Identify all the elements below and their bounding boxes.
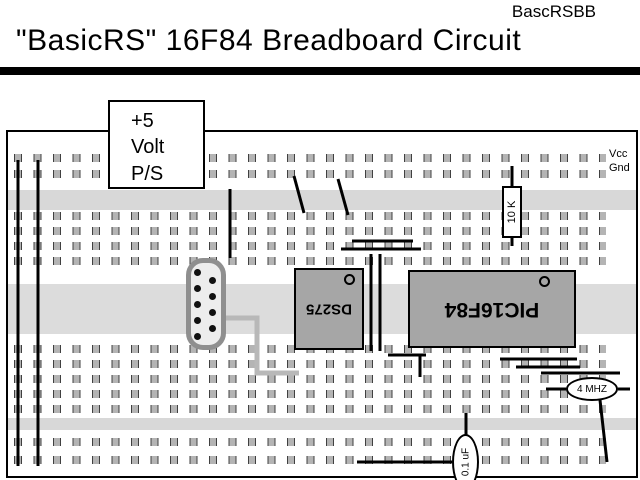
pin1-marker-icon bbox=[539, 276, 550, 287]
breadboard-band bbox=[8, 190, 636, 210]
psu-line: +5 bbox=[131, 110, 154, 132]
chip-pic16f84: PIC16F84 bbox=[408, 270, 576, 348]
gnd-label: Gnd bbox=[608, 162, 631, 174]
db9-pin bbox=[209, 325, 216, 332]
db9-pin bbox=[209, 293, 216, 300]
db9-connector bbox=[186, 258, 226, 350]
resistor-10k: 10 K bbox=[502, 186, 522, 238]
breadboard-band bbox=[8, 418, 636, 430]
breadboard-hole-row bbox=[14, 242, 606, 250]
db9-pin bbox=[194, 285, 201, 292]
db9-pin bbox=[194, 269, 201, 276]
breadboard-hole-row bbox=[14, 212, 606, 220]
divider-bar bbox=[0, 67, 640, 75]
breadboard-hole-row-gnd bbox=[14, 170, 606, 178]
breadboard-hole-row bbox=[14, 375, 606, 383]
vcc-label: Vcc bbox=[608, 148, 629, 160]
psu-line: Volt bbox=[131, 136, 165, 159]
breadboard-hole-row bbox=[14, 360, 606, 368]
psu-line: P/S bbox=[131, 162, 164, 185]
db9-pin bbox=[194, 301, 201, 308]
db9-pin bbox=[209, 277, 216, 284]
power-supply-box: +5 Volt P/S bbox=[108, 100, 205, 189]
db9-pin bbox=[209, 309, 216, 316]
capacitor-label: 0.1 uF bbox=[460, 447, 471, 477]
pin1-marker-icon bbox=[344, 274, 355, 285]
breadboard-hole-row bbox=[14, 257, 606, 265]
page-title: "BasicRS" 16F84 Breadboard Circuit bbox=[16, 24, 522, 57]
crystal-4mhz: 4 MHZ bbox=[566, 377, 618, 401]
breadboard-hole-row-rail bbox=[14, 456, 606, 464]
crystal-label: 4 MHZ bbox=[577, 383, 607, 395]
db9-pin bbox=[194, 317, 201, 324]
resistor-label: 10 K bbox=[506, 200, 518, 224]
breadboard-hole-row bbox=[14, 390, 606, 398]
breadboard-hole-row-rail bbox=[14, 438, 606, 446]
breadboard-hole-row bbox=[14, 405, 606, 413]
chip-pic16f84-label: PIC16F84 bbox=[444, 298, 540, 321]
chip-ds275: DS275 bbox=[294, 268, 364, 350]
chip-ds275-label: DS275 bbox=[306, 300, 352, 318]
db9-pin bbox=[194, 333, 201, 340]
breadboard-hole-row-vcc bbox=[14, 154, 606, 162]
doc-code: BascRSBB bbox=[511, 2, 596, 21]
breadboard-hole-row bbox=[14, 227, 606, 235]
